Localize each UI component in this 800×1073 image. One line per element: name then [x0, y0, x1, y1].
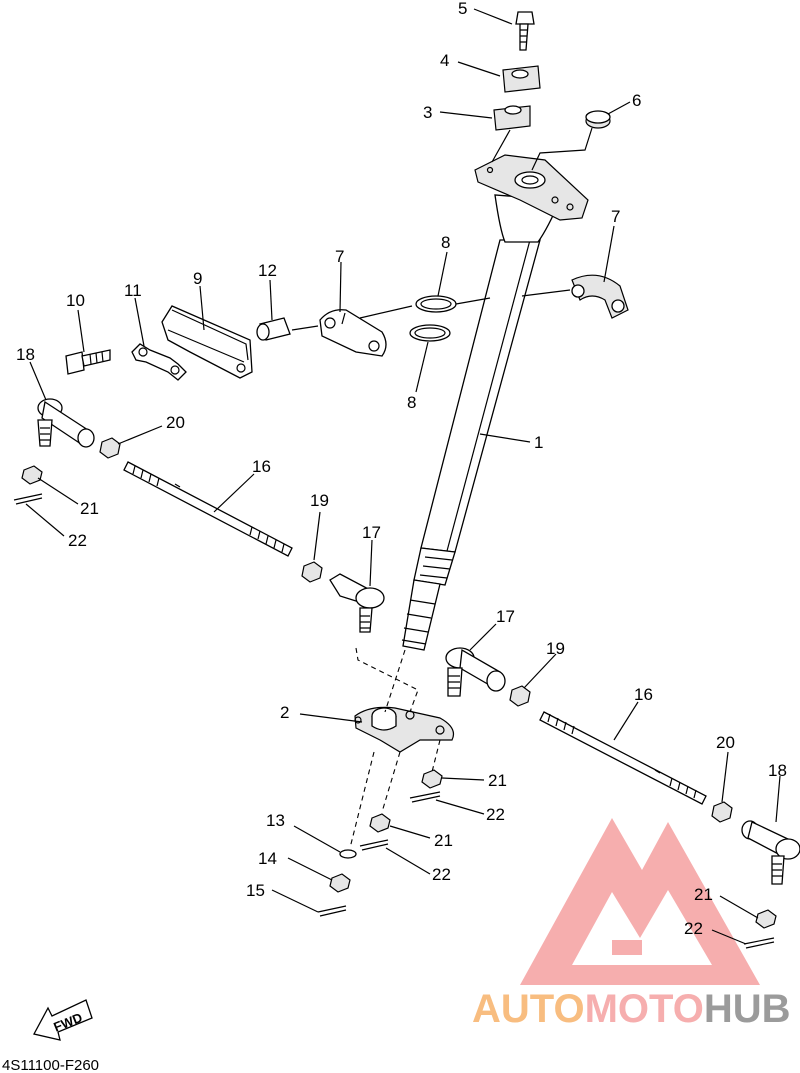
callout-18-left: 18: [16, 345, 35, 364]
nut-21-pitman-left: [369, 813, 391, 833]
pin-22-right: [743, 937, 775, 949]
callout-13: 13: [266, 811, 285, 830]
callout-11: 11: [124, 281, 142, 300]
steering-shaft: [401, 154, 589, 651]
callout-21-pitman-left: 21: [434, 831, 453, 850]
nut-21-pitman-right: [421, 769, 443, 789]
fwd-arrow: FWD: [33, 999, 93, 1041]
nut-21-right: [755, 909, 777, 929]
callout-14: 14: [258, 849, 277, 868]
nut-19-right: [509, 685, 531, 707]
callout-19-left: 19: [310, 491, 329, 510]
callout-5: 5: [458, 0, 467, 18]
bolt-5: [515, 11, 535, 51]
callout-15: 15: [246, 881, 265, 900]
leader-lines: [25, 8, 781, 945]
callout-2: 2: [280, 703, 289, 722]
tie-rod-16-right: [539, 711, 707, 805]
callout-18-right: 18: [768, 761, 787, 780]
tie-rod-end-18-left: [37, 398, 95, 448]
callout-21-right: 21: [694, 885, 713, 904]
callout-21-pitman-right: 21: [488, 771, 507, 790]
callout-17-left: 17: [362, 523, 381, 542]
callout-21-left: 21: [80, 499, 99, 518]
callout-7-left: 7: [335, 247, 344, 266]
watermark-text-hub: HUB: [704, 987, 791, 1031]
cap-6: [585, 110, 611, 129]
nut-20-right: [711, 801, 733, 823]
callout-1: 1: [534, 433, 543, 452]
tie-rod-end-17-right: [445, 647, 506, 697]
tie-rod-end-17-left: [329, 573, 385, 633]
callout-7-right: 7: [611, 207, 620, 226]
callout-20-right: 20: [716, 733, 735, 752]
nut-21-left: [21, 465, 43, 485]
callout-12: 12: [258, 261, 277, 280]
callout-22-pitman-right: 22: [486, 805, 505, 824]
callout-labels: 5 4 3 6 7 7 8 8 9 10 11 12 18 20 16 21 2…: [16, 0, 787, 938]
callout-4: 4: [440, 51, 449, 70]
collar-12: [256, 317, 291, 341]
watermark-triangle-outer: [520, 818, 760, 985]
watermark-triangle-inner: [572, 890, 712, 965]
watermark-logo: AUTOMOTOHUB: [472, 818, 791, 1031]
ring-8-upper: [415, 295, 457, 313]
callout-22-left: 22: [68, 531, 87, 550]
watermark-inner-mark: [612, 940, 642, 955]
bolt-10: [65, 349, 111, 375]
pin-22-pitman-left: [359, 839, 389, 851]
clamp-upper-4: [502, 65, 541, 93]
bushing-clamp-right-7: [571, 274, 629, 319]
callout-3: 3: [423, 103, 432, 122]
callout-22-pitman-left: 22: [432, 865, 451, 884]
tie-rod-16-left: [123, 461, 293, 557]
callout-16-left: 16: [252, 457, 271, 476]
callout-17-right: 17: [496, 607, 515, 626]
callout-8-upper: 8: [441, 233, 450, 252]
washer-13: [339, 849, 357, 859]
pin-22-left: [13, 493, 43, 505]
diagram-code: 4S11100-F260: [2, 1057, 99, 1073]
ring-8-lower: [409, 324, 451, 342]
callout-22-right: 22: [684, 919, 703, 938]
nut-14: [329, 873, 351, 893]
watermark-text-moto: MOTO: [585, 987, 704, 1031]
nut-20-left: [99, 437, 121, 459]
tie-rod-end-18-right: [741, 820, 800, 885]
callout-6: 6: [632, 91, 641, 110]
callout-9: 9: [193, 269, 202, 288]
lock-washer-11: [131, 343, 187, 381]
pin-22-pitman-right: [409, 791, 441, 803]
nut-19-left: [301, 561, 323, 583]
callout-19-right: 19: [546, 639, 565, 658]
callout-10: 10: [66, 291, 85, 310]
pin-15: [317, 905, 347, 917]
bushing-clamp-left-7: [319, 309, 387, 357]
clamp-lower-3: [493, 105, 531, 131]
pitman-arm-2: [354, 706, 455, 753]
callout-8-lower: 8: [407, 393, 416, 412]
watermark-text-auto: AUTO: [472, 987, 585, 1031]
callout-16-right: 16: [634, 685, 653, 704]
watermark-text: AUTOMOTOHUB: [472, 987, 791, 1031]
callout-20-left: 20: [166, 413, 185, 432]
bracket-9: [161, 305, 253, 379]
